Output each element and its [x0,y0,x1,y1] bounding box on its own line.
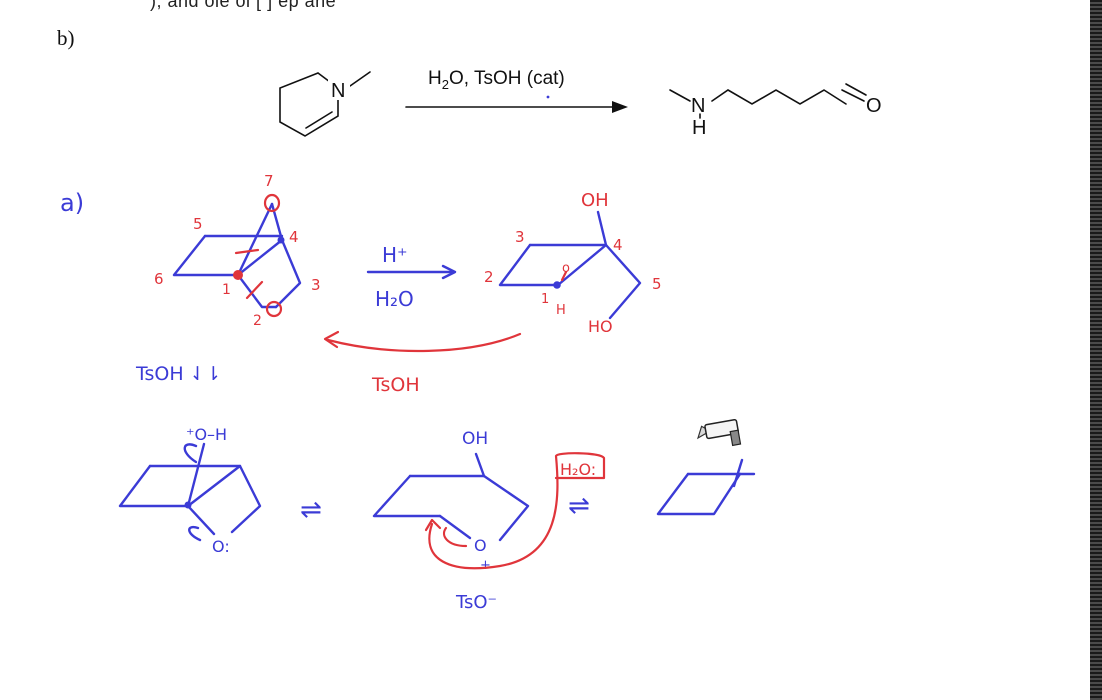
carbon-dot [553,281,561,289]
opened-bond [498,243,560,287]
electron-arrow [183,443,198,464]
mechanism-bond [118,464,190,508]
ink-dot [546,95,550,99]
oxygen-lone-pairs: O: [212,537,230,556]
reaction-conditions: H2O, TsOH (cat) [428,68,565,92]
atom-number: 5 [652,275,662,293]
atom-number: 3 [311,276,321,294]
equilibrium-arrow: ⇌ [300,495,322,525]
product-chain [711,89,847,105]
reaction-arrowhead [612,101,628,113]
product-carbonyl-2 [845,83,867,96]
oxocarbenium-sketch: OH O + H₂O: TsO⁻ [372,429,606,613]
electron-arrow [188,525,202,542]
atom-number: 2 [253,313,262,329]
atom-number: 1 [541,292,549,307]
hydroxyl-label: OH [581,190,609,211]
atom-number: 3 [515,228,525,246]
electron-arrow [442,526,468,548]
acetal-bond [236,202,274,277]
ring-opened-sketch: OH HO o H 3 4 2 1 5 [484,190,662,336]
acid-label: H⁺ [382,243,408,267]
attack-arrowhead [424,518,442,532]
atom-mask [328,78,350,100]
mechanism-bond [474,452,486,478]
atom-number: 2 [484,268,494,286]
mechanism-bond [732,458,744,488]
hydroxyl-label: HO [588,317,613,336]
problem-label: b) [57,26,75,50]
bicyclic-acetal-sketch: 7 5 4 6 1 3 2 [154,172,321,329]
oxygen-label: o [562,261,570,276]
hydrogen-label: H [556,303,566,318]
oxocarbenium-oxygen: O [474,536,487,555]
acetal-bond [172,234,240,277]
window-edge [1090,0,1102,700]
reactant-double-bond [305,111,333,129]
partial-ring-sketch [656,458,756,516]
water-label: H₂O [375,287,414,311]
anomeric-carbon-dot [233,270,243,280]
hydrolysis-arrowhead [441,264,457,280]
pen-cursor-icon[interactable] [694,407,750,462]
cleavage-mark [234,248,260,255]
positive-charge: + [480,558,491,573]
cut-off-text: ); and ole ol [ ] ep ane [150,0,337,11]
product-carbonyl-1 [841,89,865,102]
reagent-subscript: 2 [441,76,449,92]
counterion-label: TsO⁻ [455,592,497,613]
opened-bond [596,210,608,247]
oxygen-circle [263,193,281,213]
product-nitrogen: N [691,95,705,117]
reactant-methyl [349,71,371,87]
reverse-arrow [326,332,522,353]
atom-number: 4 [613,236,623,254]
reverse-arrowhead [323,330,340,349]
mechanism-bond [482,474,530,542]
product-hydrogen: H [692,117,706,139]
mechanism-bond [372,474,442,518]
reactant-nitrogen: N [331,80,345,102]
mechanism-bond [186,464,262,534]
reagent-prefix: H [428,68,442,89]
equilibrium-arrow: ⇌ [568,491,590,521]
protonated-acetal-sketch: ⁺O–H O: [118,425,262,556]
atom-number: 4 [289,228,299,246]
product-structure: N H O [669,83,882,139]
opened-bond [556,243,642,320]
atom-number: 7 [264,172,274,190]
hydroxyl-label: OH [462,429,488,449]
acetal-bond [236,238,302,309]
reactant-structure: N [279,71,371,137]
cleavage-mark [245,280,264,300]
atom-number: 6 [154,270,164,288]
carbon-dot [277,236,285,244]
reagent-rest: O, TsOH (cat) [448,68,565,89]
part-label: a) [60,189,84,217]
catalyst-label: TsOH [371,374,420,396]
mechanism-bond [656,472,742,516]
atom-number: 1 [222,282,231,298]
mechanism-bond [186,442,206,508]
oxonium-label: ⁺O–H [186,425,227,444]
carbonyl-stroke [560,270,568,282]
water-attack-arrow [428,452,606,570]
oxygen-circle [265,300,283,318]
carbon-dot [184,501,192,509]
acetal-bond [236,273,278,309]
water-label: H₂O: [560,460,596,479]
product-methyl [669,89,691,102]
mechanism-bond [186,504,216,536]
mechanism-bond [438,514,472,540]
product-oxygen: O [866,95,882,117]
atom-number: 5 [193,215,203,233]
side-note: TsOH ⇃⇂ [135,363,221,385]
